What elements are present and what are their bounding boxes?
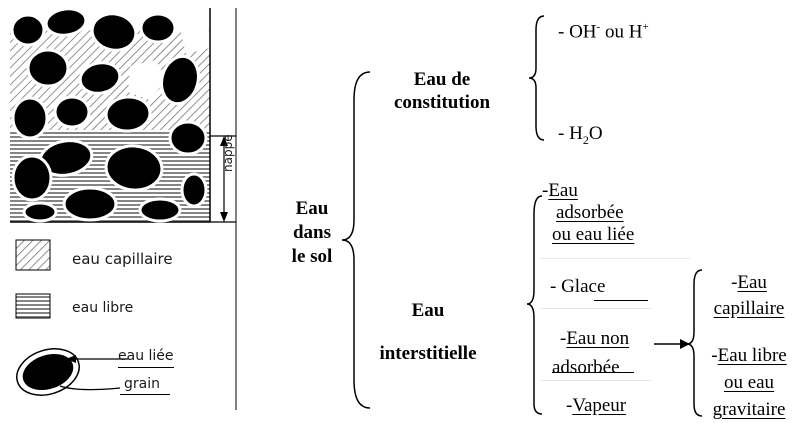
- constitution-title-line-2: constitution: [393, 92, 491, 113]
- item-eau-non-adsorbee: -Eau non adsorbée: [552, 328, 630, 378]
- soil-figure: [10, 8, 237, 410]
- interstitielle-title-line-1: Eau: [411, 300, 445, 321]
- constitution-title-line-1: Eau de: [413, 69, 471, 90]
- interstitielle-brace: [526, 195, 543, 415]
- legend-capillaire-swatch: [15, 239, 51, 271]
- non-adsorbee-brace: [686, 269, 703, 417]
- nappe-label: nappe: [221, 134, 235, 172]
- legend-capillaire-label: eau capillaire: [72, 250, 173, 268]
- root-brace: [341, 71, 371, 409]
- interstitielle-title-line-2: interstitielle: [379, 343, 477, 364]
- root-label: Eau dans le sol: [283, 197, 341, 269]
- legend-grain: [16, 348, 128, 396]
- soil-grains: [10, 8, 208, 223]
- constitution-item-oh: - OH- ou H+: [558, 21, 649, 43]
- legend-libre-label: eau libre: [72, 300, 134, 316]
- constitution-item-h2o: - H2O: [558, 123, 603, 147]
- legend-grain-label: grain: [124, 376, 160, 392]
- interstitielle-title: Eau interstitielle: [360, 289, 496, 375]
- root-line-3: le sol: [291, 246, 333, 267]
- constitution-brace: [528, 15, 545, 141]
- sub-item-eau-capillaire: -Eau capillaire: [713, 272, 785, 319]
- item-glace: - Glace: [550, 276, 606, 297]
- root-line-1: Eau: [295, 198, 329, 219]
- legend-liee-label: eau liée: [118, 348, 174, 364]
- sub-item-eau-libre: -Eau libre ou eau gravitaire: [711, 345, 787, 420]
- constitution-title: Eau de constitution: [372, 68, 512, 114]
- item-vapeur: -Vapeur: [566, 395, 627, 416]
- non-adsorbee-arrow: [654, 339, 690, 349]
- nappe-dimension-arrow: [220, 136, 228, 222]
- root-line-2: dans: [292, 222, 332, 243]
- legend-libre-swatch: [15, 293, 51, 319]
- item-eau-adsorbee: -Eau adsorbée ou eau liée: [542, 180, 635, 245]
